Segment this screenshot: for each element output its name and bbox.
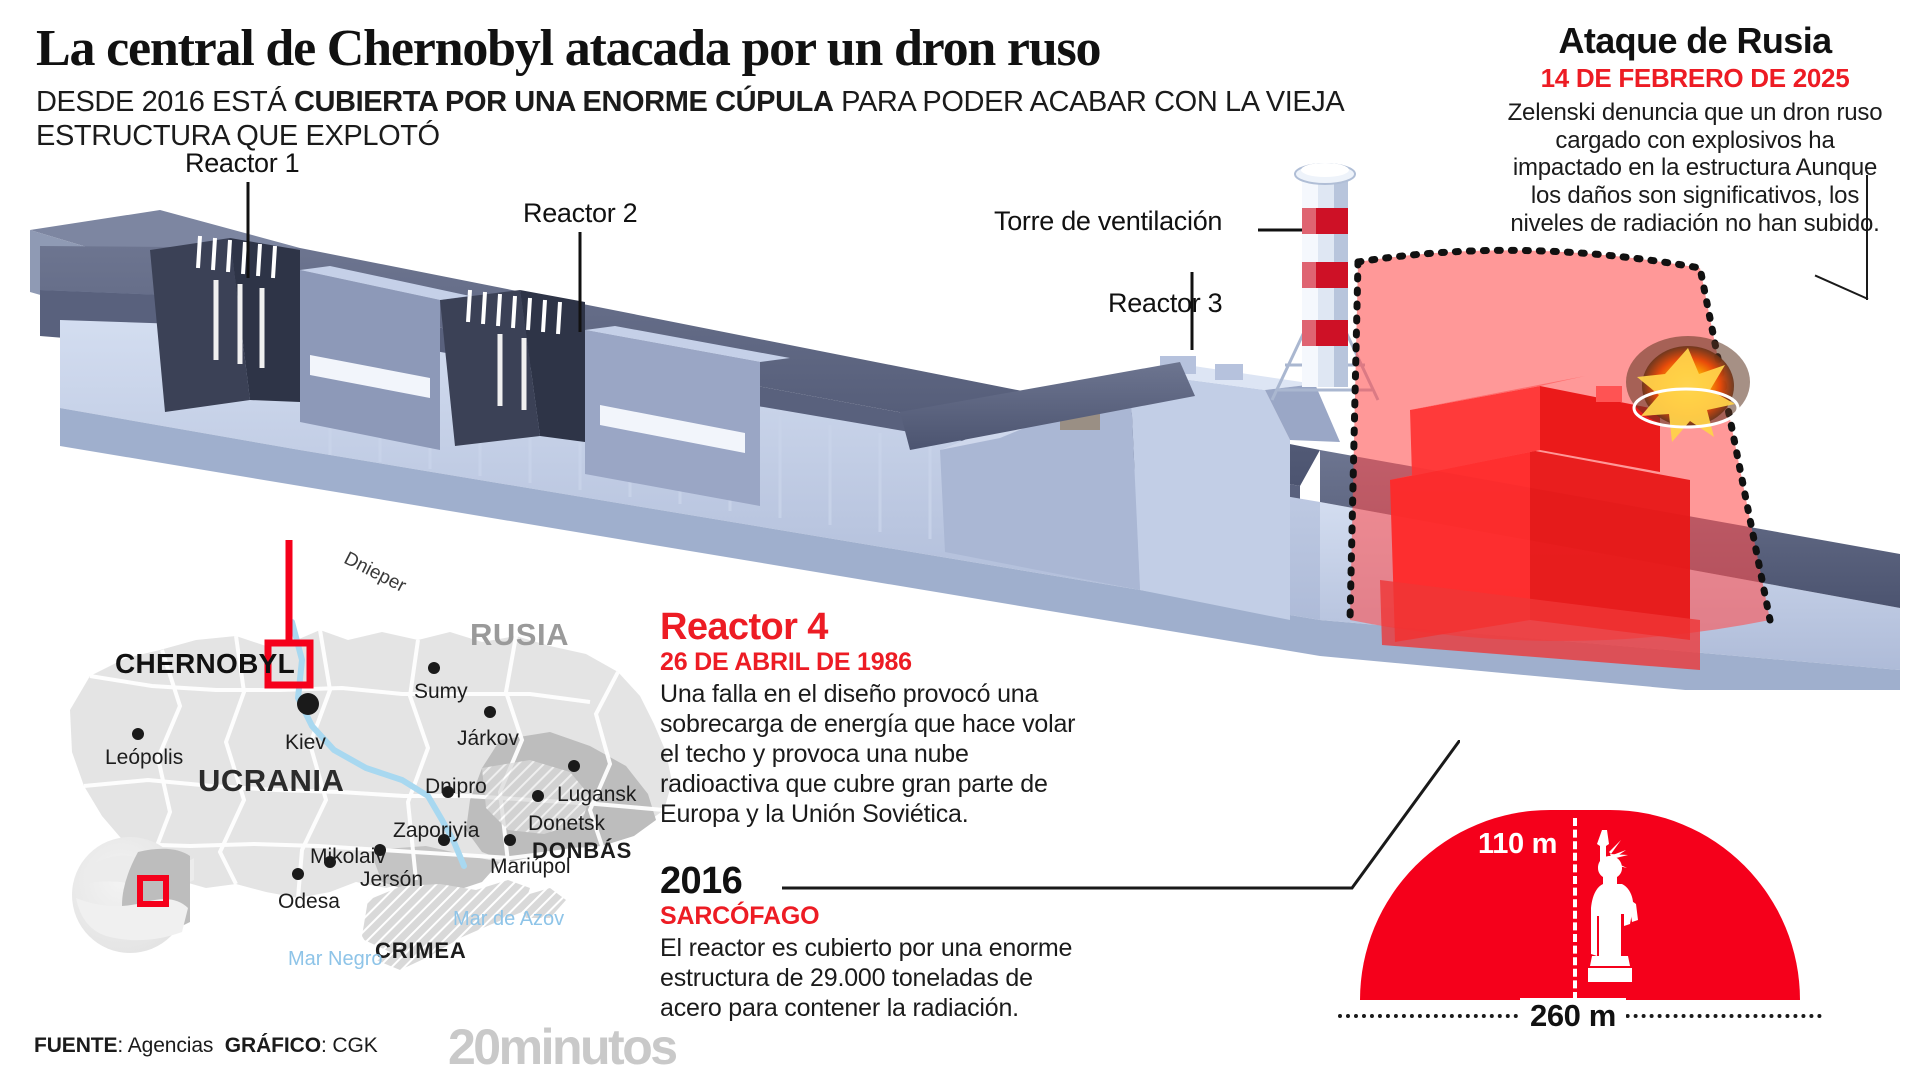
sarcophagus-body: El reactor es cubierto por una enorme es…	[660, 934, 1073, 1022]
map-country-name-1: RUSIA	[470, 617, 569, 652]
globe-inset	[72, 837, 194, 953]
city-dot	[504, 834, 516, 846]
reactor4-body: Una falla en el diseño provocó una sobre…	[660, 680, 1076, 828]
map-label-city: Mikolaiv	[310, 845, 386, 868]
map-label-city: Jersón	[360, 868, 424, 891]
attack-title: Ataque de Rusia	[1558, 20, 1832, 61]
city-dot	[132, 728, 144, 740]
statue-of-liberty-icon	[1588, 830, 1638, 982]
map-label-city: Kiev	[285, 731, 326, 754]
graphic-label: GRÁFICO	[224, 1034, 321, 1057]
map-label-city: Lugansk	[557, 783, 637, 806]
map-label-chernobyl: CHERNOBYL	[115, 648, 296, 679]
map-label-city: Donetsk	[528, 812, 606, 835]
brand-logo: 20minutos	[448, 1019, 678, 1075]
ukraine-map	[70, 540, 672, 992]
city-dot	[568, 760, 580, 772]
city-dot	[438, 834, 450, 846]
dome-center-dashed-line	[1573, 818, 1577, 1000]
page-subtitle: DESDE 2016 ESTÁ CUBIERTA POR UNA ENORME …	[36, 86, 1366, 153]
source-value: Agencias	[127, 1034, 214, 1057]
sarcophagus-block: 2016 SARCÓFAGO El reactor es cubierto po…	[660, 862, 1090, 1023]
city-dot	[532, 790, 544, 802]
map-label-city: Sumy	[414, 680, 468, 703]
sarcophagus-dome-overlay	[1346, 246, 1774, 670]
dome-height-label: 110 m	[1478, 828, 1558, 860]
footer-credits: FUENTE: Agencias GRÁFICO: CGK	[34, 1034, 378, 1057]
plant-label-leaders	[246, 182, 1302, 350]
city-dot	[428, 662, 440, 674]
reactor4-block: Reactor 4 26 DE ABRIL DE 1986 Una falla …	[660, 608, 1090, 829]
map-label-city: Leópolis	[105, 746, 184, 769]
city-dot	[442, 786, 454, 798]
map-label-city: Mariúpol	[490, 855, 571, 878]
city-dot	[292, 868, 304, 880]
subtitle-part-1: DESDE 2016 ESTÁ	[36, 86, 294, 118]
reactor4-title: Reactor 4	[660, 606, 828, 648]
label-vent-tower: Torre de ventilación	[994, 206, 1223, 236]
label-reactor-2: Reactor 2	[523, 198, 638, 228]
map-label-region: CRIMEA	[375, 938, 467, 963]
power-plant-illustration	[30, 163, 1900, 690]
city-dot	[374, 844, 386, 856]
map-label-city: Járkov	[457, 727, 519, 750]
map-label-city: Dnipro	[425, 775, 487, 798]
reactor4-date: 26 DE ABRIL DE 1986	[660, 648, 912, 676]
attack-body: Zelenski denuncia que un dron ruso carga…	[1507, 98, 1883, 238]
dome-scale-diagram: 110 m 260 m	[1338, 800, 1822, 1060]
dome-width-label: 260 m	[1520, 998, 1626, 1034]
page-title: La central de Chernobyl atacada por un d…	[36, 20, 1102, 77]
map-label-sea: Mar Negro	[288, 948, 383, 970]
map-label-region: DONBÁS	[532, 838, 633, 863]
explosion-impact	[1626, 336, 1750, 442]
map-country-name-0: UCRANIA	[198, 763, 345, 798]
subtitle-part-2: PARA PODER ACABAR CON LA VIEJA ESTRUCTUR…	[36, 86, 1343, 152]
sarcophagus-year: 2016	[660, 860, 743, 902]
sarcophagus-leader	[782, 740, 1460, 890]
label-reactor-1: Reactor 1	[185, 148, 300, 178]
city-dot-kiev	[297, 693, 319, 715]
map-label-ucrania: UCRANIA	[198, 763, 344, 799]
ventilation-tower	[1270, 163, 1380, 401]
city-dot	[324, 856, 336, 868]
source-label: FUENTE	[34, 1034, 118, 1057]
map-label-sea: Mar de Azov	[453, 908, 565, 930]
map-label-city: Zaporiyia	[393, 819, 480, 842]
graphic-value: CGK	[332, 1034, 378, 1057]
attack-leader-line	[1866, 175, 1868, 300]
map-label-city: Odesa	[278, 890, 340, 913]
sarcophagus-label: SARCÓFAGO	[660, 902, 820, 930]
subtitle-emphasis: CUBIERTA POR UNA ENORME CÚPULA	[293, 86, 834, 118]
label-reactor-3: Reactor 3	[1108, 288, 1223, 318]
attack-date: 14 DE FEBRERO DE 2025	[1540, 62, 1850, 93]
map-label-rusia: RUSIA	[470, 617, 569, 653]
city-dot	[484, 706, 496, 718]
attack-info-panel: Ataque de Rusia 14 DE FEBRERO DE 2025 Ze…	[1500, 22, 1890, 238]
